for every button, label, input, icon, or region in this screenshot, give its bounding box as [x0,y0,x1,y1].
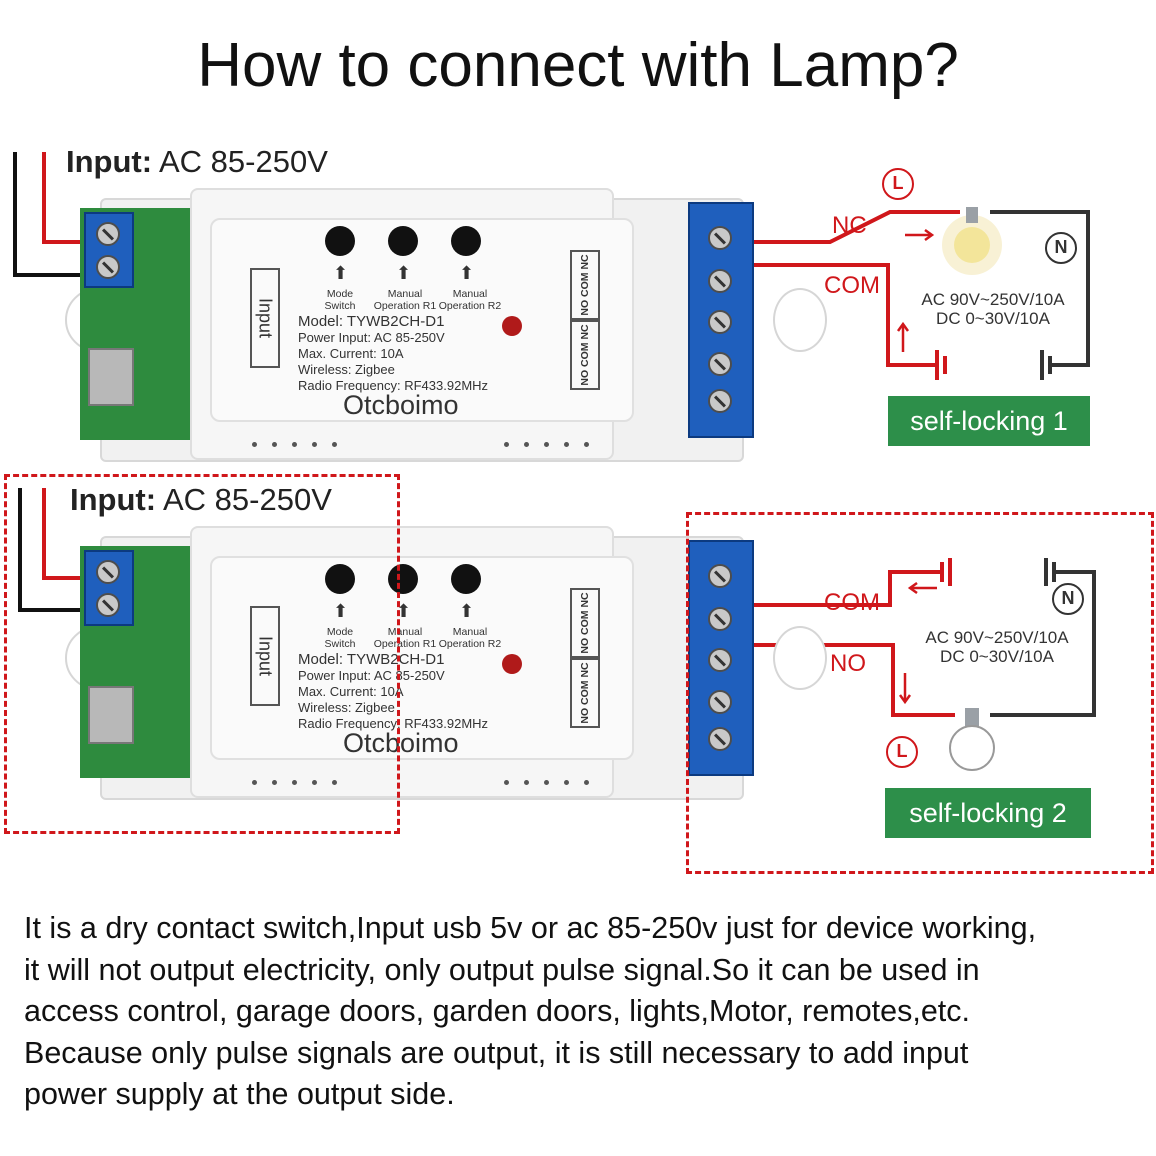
input-terminal [84,550,134,626]
neutral-symbol-icon: N [1052,583,1084,615]
usb-port [88,348,134,406]
device-info: Model: TYWB2CH-D1 Power Input: AC 85-250… [298,313,489,394]
input-label-1: Input: AC 85-250V [66,144,328,179]
terminal-label-top: NO COM NC [570,588,600,658]
self-locking-badge-2: self-locking 2 [885,788,1091,838]
com-label: COM [824,589,880,616]
live-symbol-icon: L [882,168,914,200]
status-led [502,316,522,336]
arrow-up-icon: ⬆ [396,263,412,283]
arrow-up-icon: ⬆ [333,263,349,283]
input-box: Input [250,268,280,368]
output-terminal [688,540,754,776]
page-title: How to connect with Lamp? [197,31,959,100]
label-panel [210,218,634,422]
brand-name: Otcboimo [343,390,459,420]
usb-port [88,686,134,744]
description-paragraph: It is a dry contact switch,Input usb 5v … [24,911,1037,1111]
nc-label: NC [832,212,867,239]
arrow-up-icon: ⬆ [459,601,475,621]
mount-hole [773,626,827,690]
manual-r1-button[interactable] [388,564,418,594]
arrow-up-icon: ⬆ [459,263,475,283]
no-label: NO [830,650,866,677]
live-symbol-icon: L [886,736,918,768]
device-info: Model: TYWB2CH-D1 Power Input: AC 85-250… [298,651,489,732]
mount-hole [773,288,827,352]
self-locking-badge-1: self-locking 1 [888,396,1090,446]
mode-switch-button[interactable] [325,226,355,256]
manual-r2-button[interactable] [451,564,481,594]
status-led [502,654,522,674]
highlight-box-device [4,474,400,834]
label-panel [210,556,634,760]
terminal-label-top: NO COM NC [570,250,600,320]
terminal-label-bottom: NO COM NC [570,320,600,390]
input-label-2: Input: AC 85-250V [70,482,332,517]
brand-name: Otcboimo [343,728,459,758]
input-box: Input [250,606,280,706]
highlight-box-circuit [686,512,1154,874]
com-label: COM [824,272,880,299]
arrow-up-icon: ⬆ [333,601,349,621]
terminal-label-bottom: NO COM NC [570,658,600,728]
output-terminal [688,202,754,438]
mode-switch-button[interactable] [325,564,355,594]
input-terminal [84,212,134,288]
manual-r2-button[interactable] [451,226,481,256]
manual-r1-button[interactable] [388,226,418,256]
neutral-symbol-icon: N [1045,232,1077,264]
